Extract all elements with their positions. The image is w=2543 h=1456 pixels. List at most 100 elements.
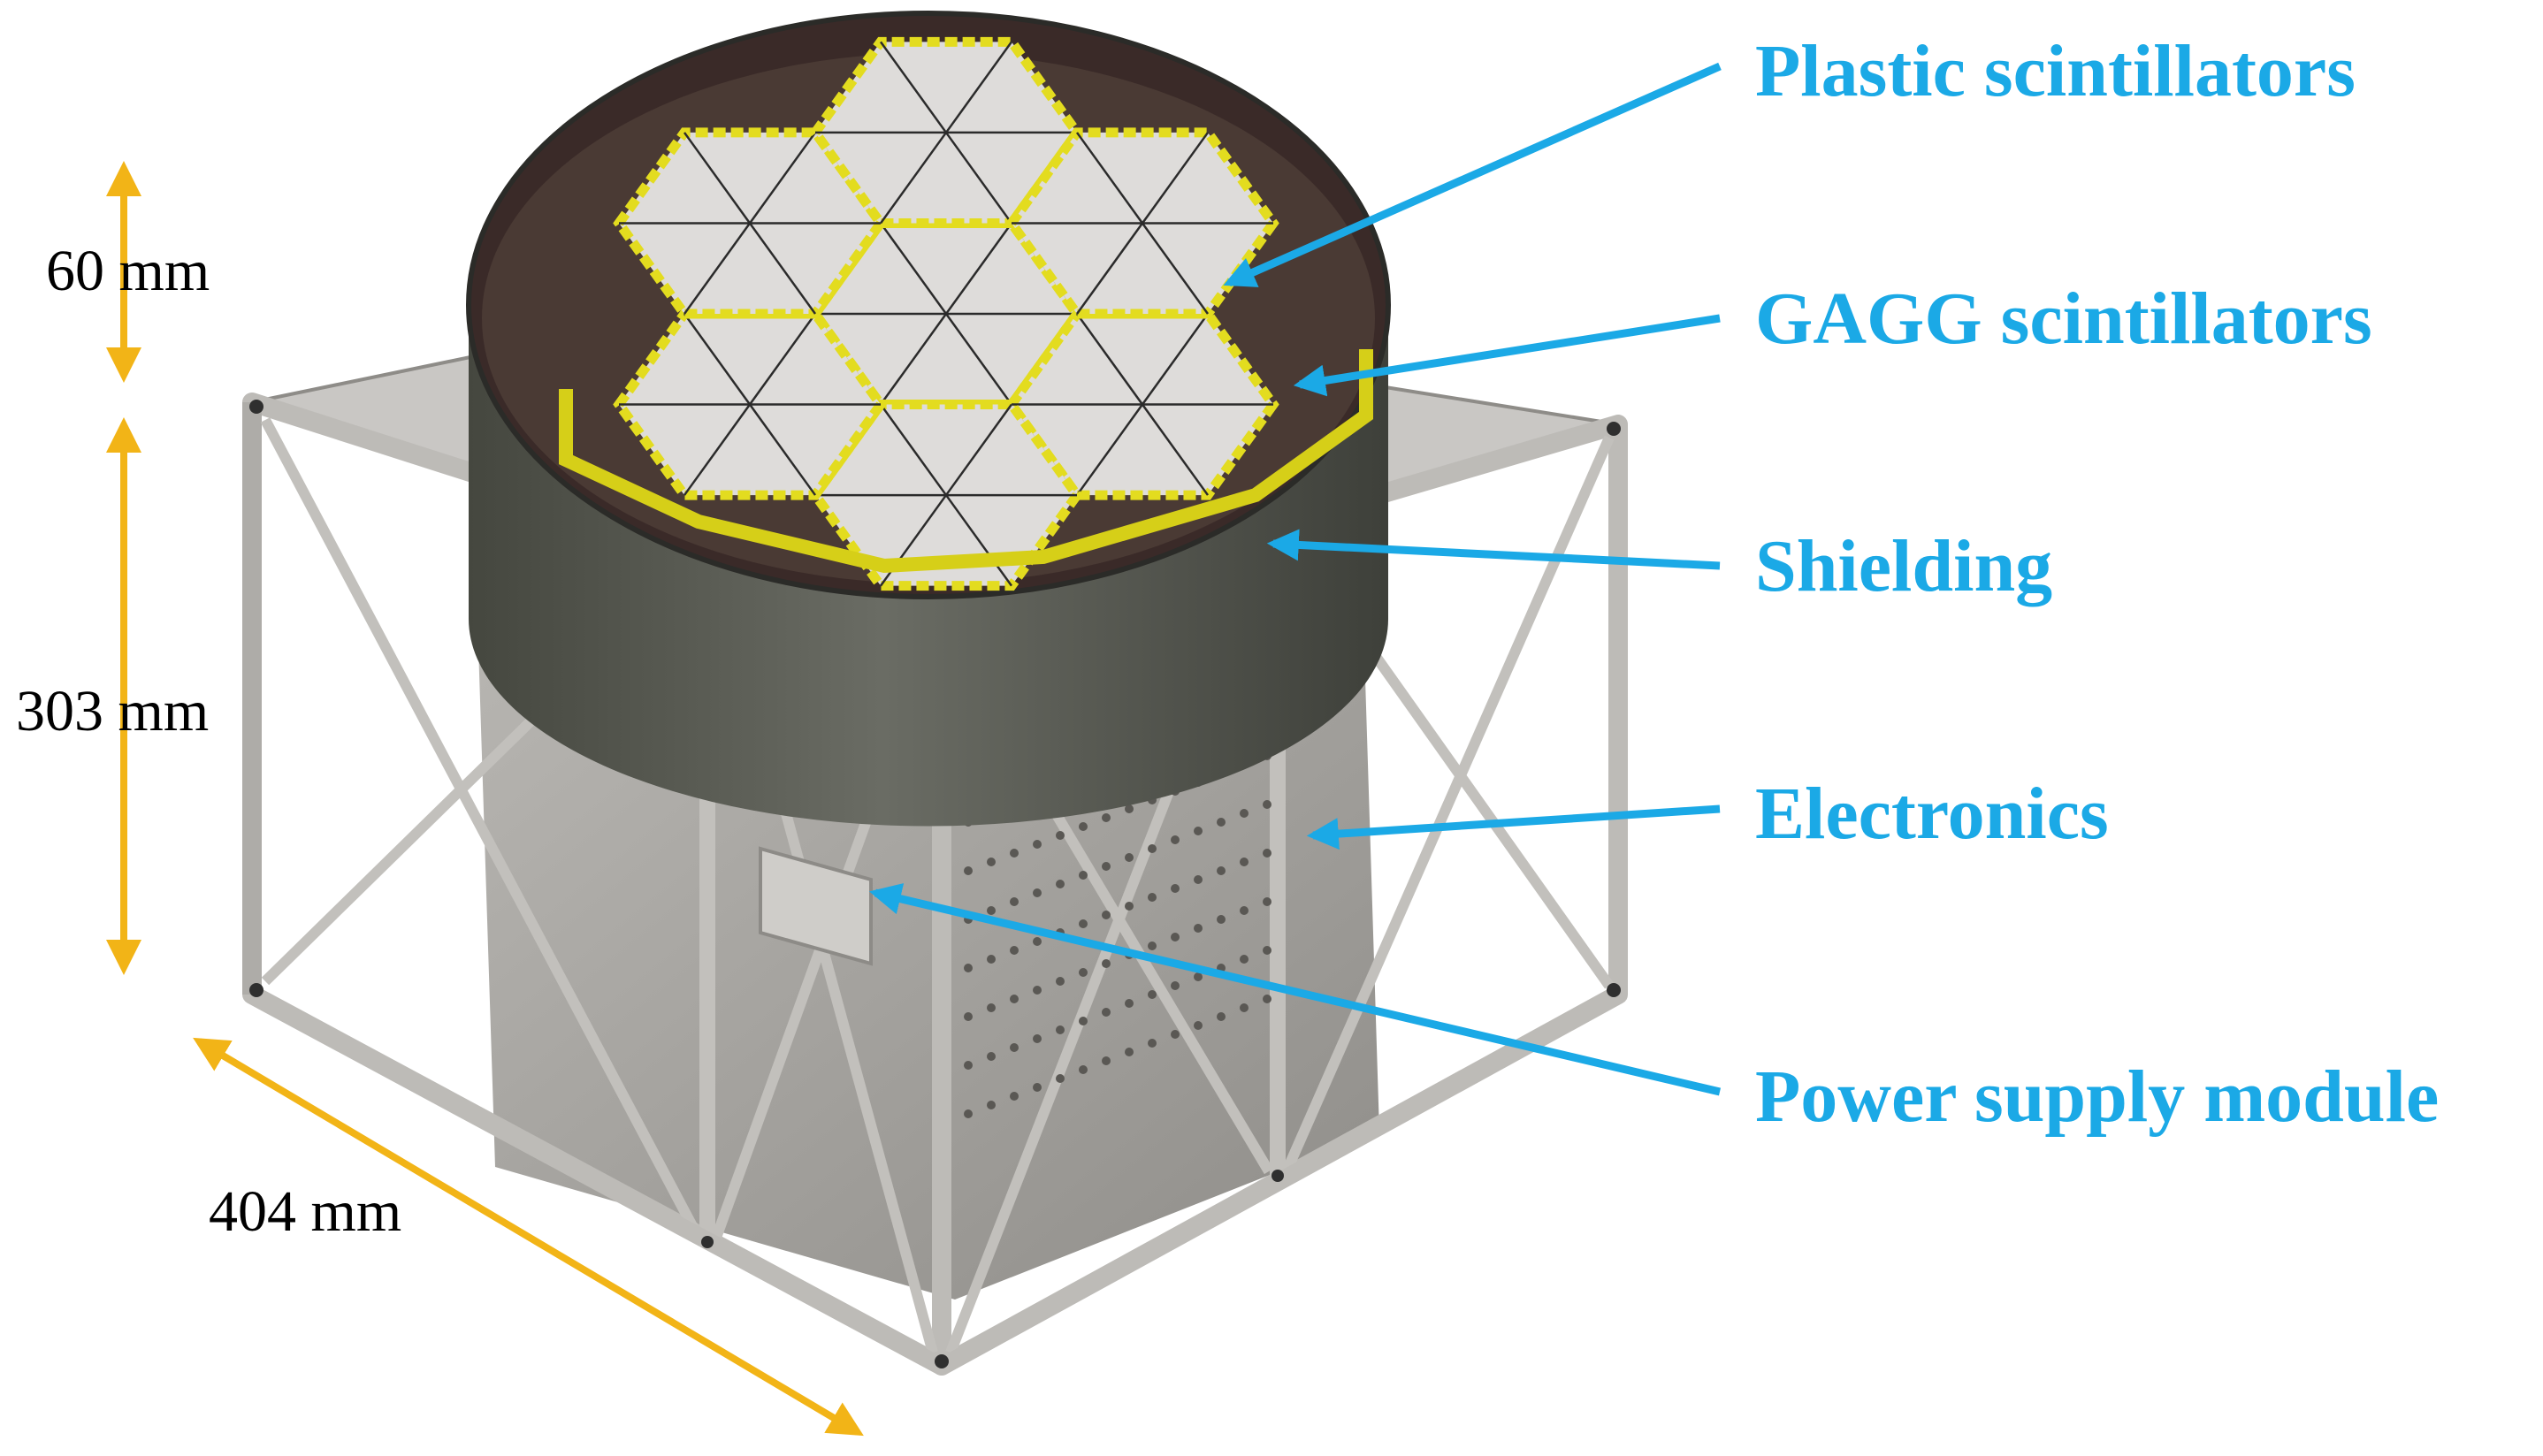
perforation-hole xyxy=(964,866,973,875)
perforation-hole xyxy=(964,1109,973,1118)
perforation-hole xyxy=(1033,1083,1042,1092)
perforation-hole xyxy=(1263,946,1272,955)
triangle-divider xyxy=(1075,403,1144,496)
dim-arrow-width xyxy=(193,1037,864,1437)
dim-label-404mm: 404 mm xyxy=(209,1179,401,1244)
callout-line-shielding xyxy=(1266,529,1721,570)
triangle-divider xyxy=(944,313,1013,406)
perforation-hole xyxy=(1056,831,1065,840)
perforation-hole xyxy=(1125,853,1134,862)
perforation-hole xyxy=(1102,1056,1111,1065)
perforation-hole xyxy=(1033,1034,1042,1043)
perforation-hole xyxy=(1148,990,1157,999)
perforation-hole xyxy=(1148,844,1157,853)
perforation-hole xyxy=(987,1052,996,1061)
perforation-hole xyxy=(1125,1048,1134,1056)
perforation-hole xyxy=(964,1012,973,1021)
triangle-divider xyxy=(1141,313,1210,406)
perforation-hole xyxy=(1194,875,1203,884)
perforation-hole xyxy=(1079,1065,1088,1074)
callout-line-gagg xyxy=(1293,314,1721,397)
perforation-hole xyxy=(1194,1021,1203,1030)
perforation-hole xyxy=(1263,897,1272,906)
perforation-hole xyxy=(1194,924,1203,933)
hexagon-module xyxy=(613,127,887,319)
perforation-hole xyxy=(1171,835,1180,844)
perforation-hole xyxy=(1263,849,1272,858)
perforation-hole xyxy=(1240,1003,1249,1012)
dim-label-60mm: 60 mm xyxy=(46,239,210,303)
perforation-hole xyxy=(1033,937,1042,946)
hexagon-module xyxy=(1005,127,1279,319)
triangle-divider xyxy=(748,132,817,225)
perforation-hole xyxy=(1217,1012,1226,1021)
callout-line-power xyxy=(868,883,1722,1096)
triangle-divider xyxy=(683,132,752,225)
callout-power-supply-module: Power supply module xyxy=(1755,1056,2439,1138)
perforation-hole xyxy=(1056,1074,1065,1083)
perforation-hole xyxy=(1171,884,1180,893)
callout-line-electronics xyxy=(1306,804,1721,850)
perforation-hole xyxy=(1263,800,1272,809)
perforation-hole xyxy=(1033,840,1042,849)
perforation-hole xyxy=(1263,995,1272,1003)
triangle-divider xyxy=(683,313,752,406)
perforation-hole xyxy=(1056,1025,1065,1034)
triangle-divider xyxy=(748,313,817,406)
perforation-hole xyxy=(1079,822,1088,831)
triangle-divider xyxy=(944,403,1013,496)
perforation-hole xyxy=(1079,968,1088,977)
perforation-hole xyxy=(1079,871,1088,880)
callouts xyxy=(868,62,1722,1096)
triangle-divider xyxy=(1075,222,1144,315)
perforation-hole xyxy=(1056,880,1065,888)
perforation-hole xyxy=(1240,858,1249,866)
perforation-hole xyxy=(1217,818,1226,827)
callout-plastic-scintillators: Plastic scintillators xyxy=(1755,30,2356,112)
triangle-divider xyxy=(1141,403,1210,496)
perforation-hole xyxy=(1010,946,1019,955)
triangle-divider xyxy=(1075,132,1144,225)
perforation-hole xyxy=(1125,999,1134,1008)
perforation-hole xyxy=(1240,906,1249,915)
triangle-divider xyxy=(944,222,1013,315)
perforation-hole xyxy=(1102,911,1111,919)
perforation-hole xyxy=(1010,897,1019,906)
triangle-divider xyxy=(748,403,817,496)
perforation-hole xyxy=(987,858,996,866)
perforation-hole xyxy=(1010,1043,1019,1052)
perforation-hole xyxy=(1102,1008,1111,1017)
perforation-hole xyxy=(1194,972,1203,981)
perforation-hole xyxy=(964,964,973,972)
perforation-hole xyxy=(1102,813,1111,822)
triangle-divider xyxy=(944,132,1013,225)
perforation-hole xyxy=(1171,981,1180,990)
triangle-divider xyxy=(1141,132,1210,225)
power-supply-module xyxy=(759,846,873,966)
triangle-divider xyxy=(879,132,948,225)
perforation-hole xyxy=(1079,919,1088,928)
perforation-hole xyxy=(1240,809,1249,818)
triangle-divider xyxy=(879,222,948,315)
callout-line-plastic xyxy=(1223,62,1722,287)
perforation-hole xyxy=(1125,902,1134,911)
perforation-hole xyxy=(987,1101,996,1109)
triangle-divider xyxy=(1075,313,1144,406)
gagg-side-wall xyxy=(559,349,1373,574)
perforation-hole xyxy=(1102,959,1111,968)
perforation-hole xyxy=(1171,933,1180,941)
perforation-hole xyxy=(1240,955,1249,964)
perforation-hole xyxy=(1079,1017,1088,1025)
perforation-hole xyxy=(964,1061,973,1070)
triangle-divider xyxy=(879,313,948,406)
perforation-hole xyxy=(1217,915,1226,924)
callout-electronics: Electronics xyxy=(1755,773,2109,855)
callout-gagg-scintillators: GAGG scintillators xyxy=(1755,278,2372,360)
triangle-divider xyxy=(944,494,1013,587)
perforation-hole xyxy=(987,955,996,964)
perforation-hole xyxy=(1125,804,1134,813)
hexagon-module xyxy=(613,309,887,500)
perforation-hole xyxy=(1148,941,1157,950)
perforation-hole xyxy=(987,1003,996,1012)
